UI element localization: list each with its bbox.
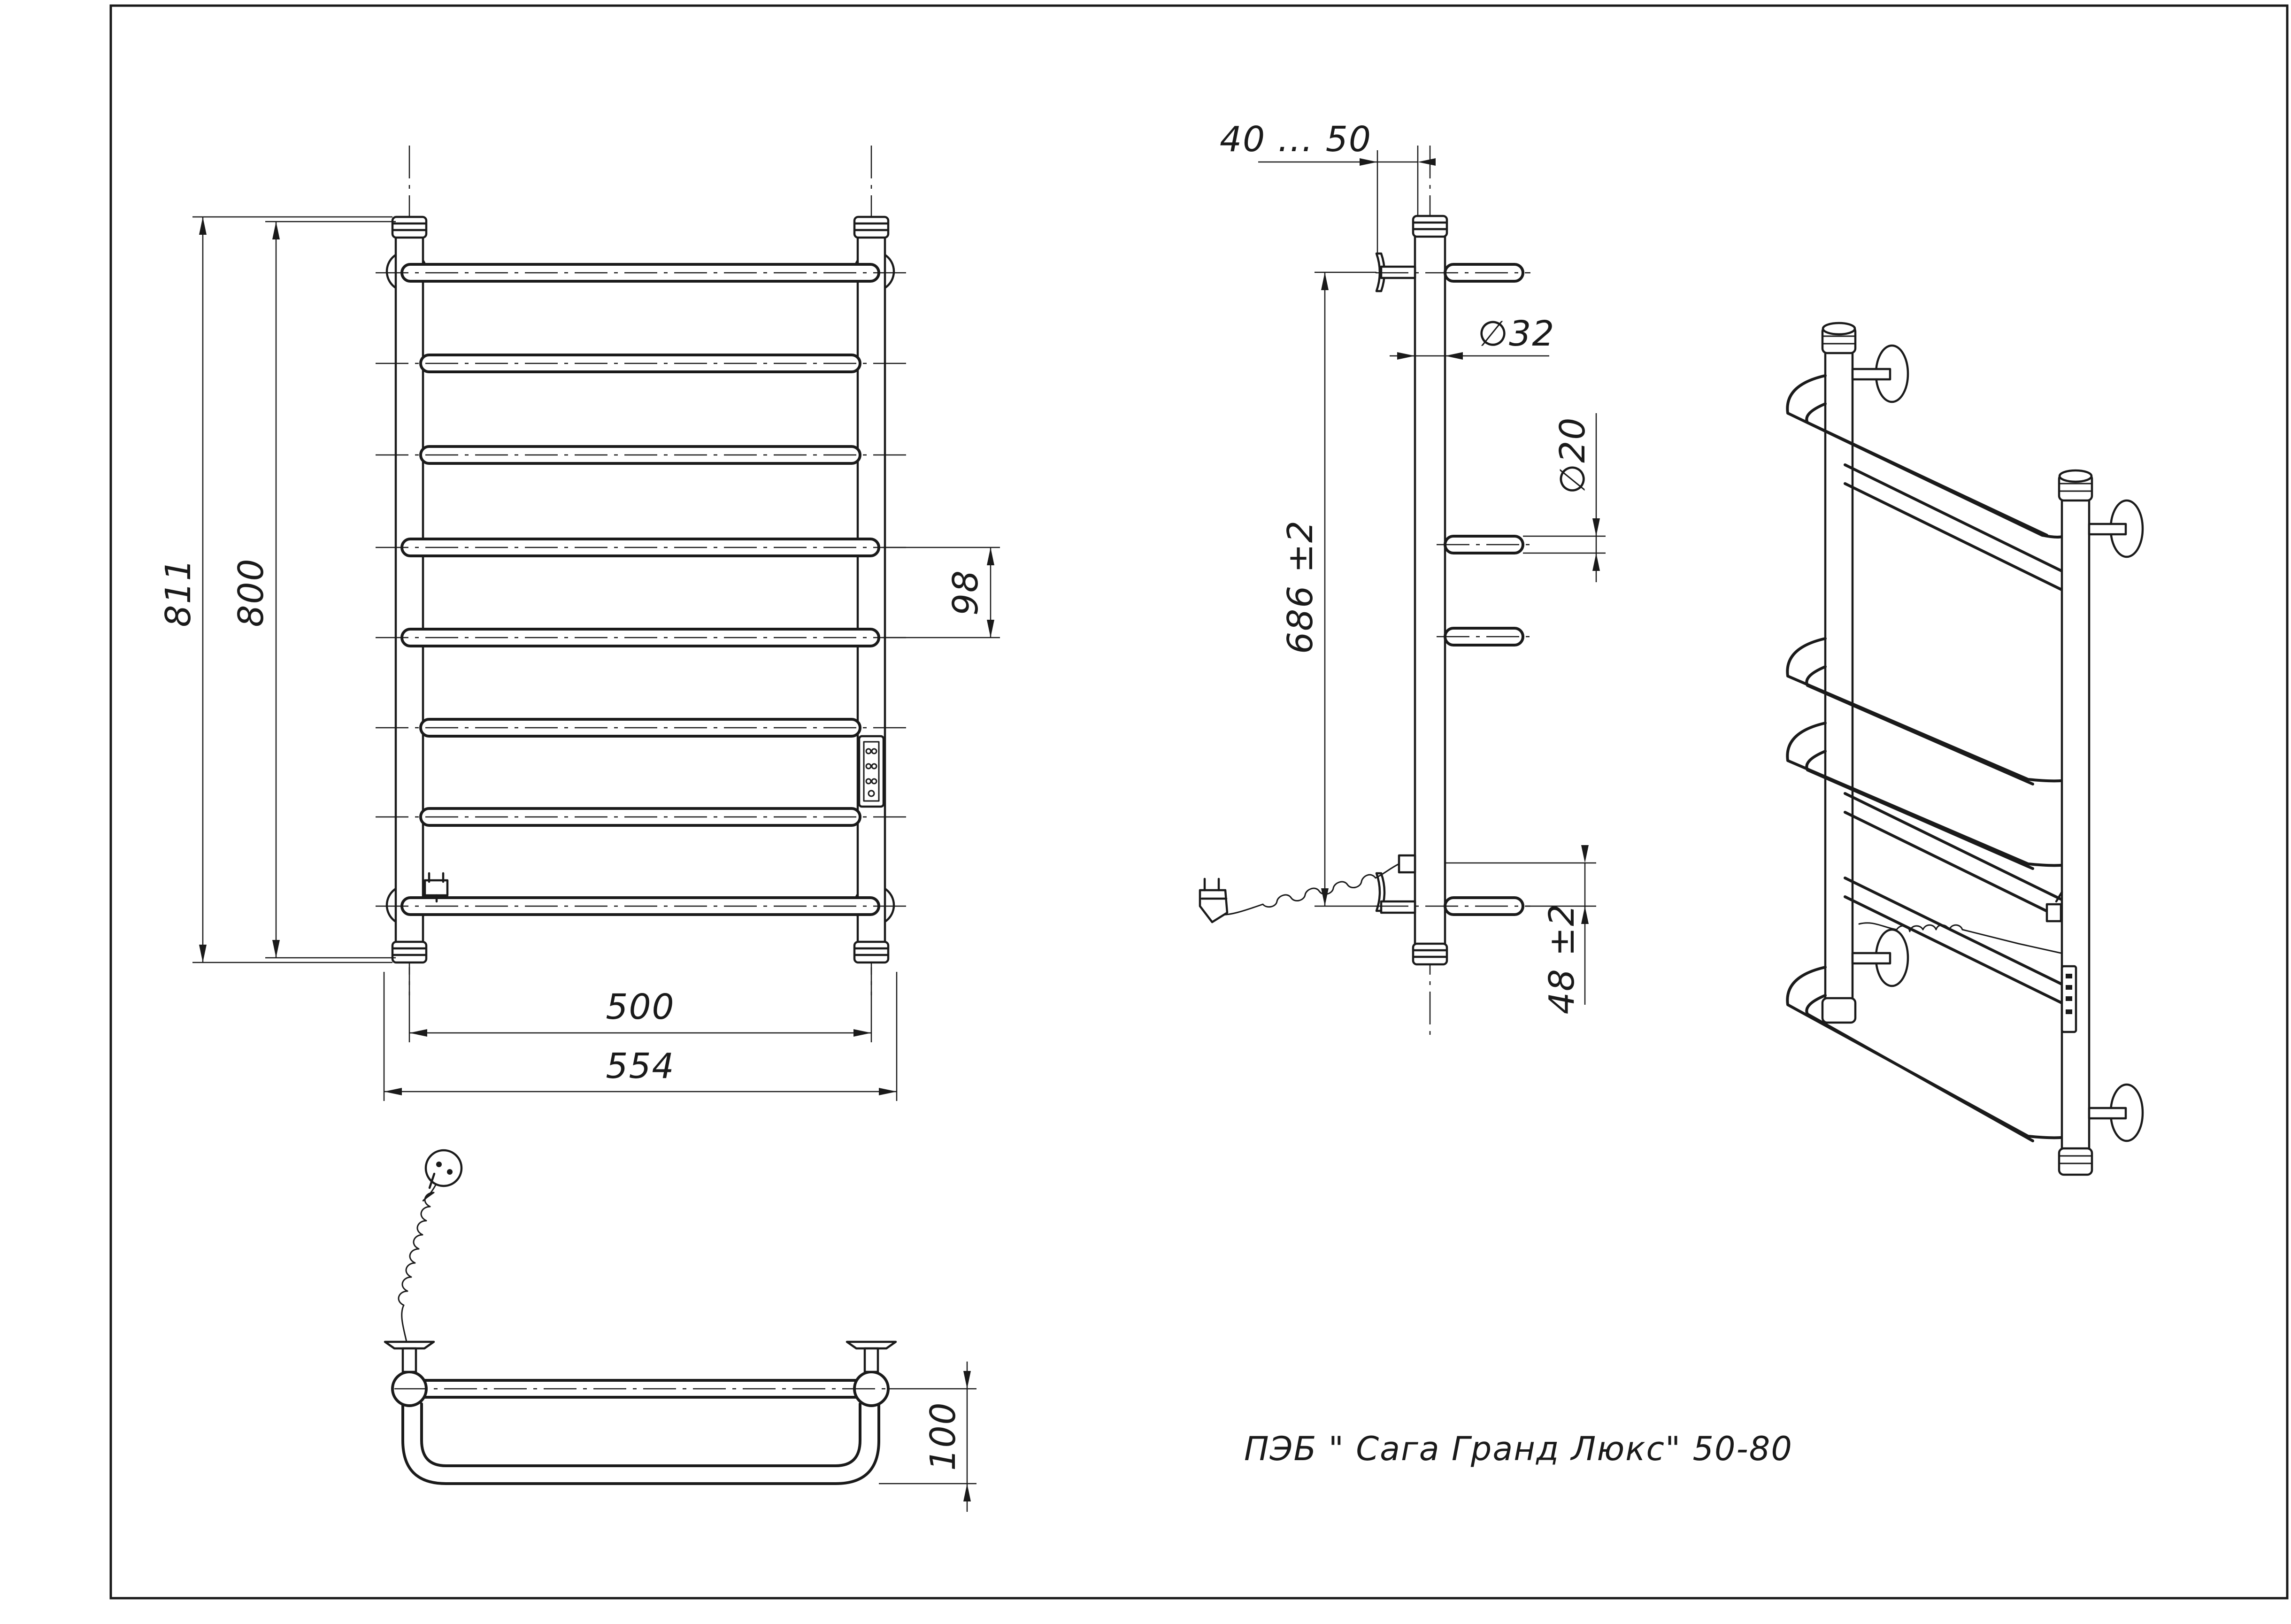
dim-axis-width: 500 xyxy=(606,987,675,1027)
dim-axis-height: 800 xyxy=(231,558,271,627)
dim-depth: 100 xyxy=(923,1401,963,1470)
sheet-frame xyxy=(109,4,2289,1600)
top-view: 100 xyxy=(384,1149,976,1512)
dim-pipe-diameter: ∅32 xyxy=(1478,314,1555,354)
dim-overall-width: 554 xyxy=(606,1046,675,1086)
isometric-view xyxy=(1786,322,2144,1176)
dim-bottom-offset: 48 ±2 xyxy=(1542,903,1582,1015)
dim-mount-distance: 686 ±2 xyxy=(1280,520,1321,654)
front-view: 811 800 98 500 554 xyxy=(158,146,1000,1101)
right-pipe xyxy=(856,233,886,950)
control-box xyxy=(858,735,885,808)
side-view: 40 ... 50 ∅32 ∅20 686 ±2 48 ±2 xyxy=(1199,119,1606,1040)
drawing-title: ПЭБ " Сага Гранд Люкс" 50-80 xyxy=(1244,1430,1793,1468)
dim-wall-offset: 40 ... 50 xyxy=(1220,119,1372,160)
dim-rung-diameter: ∅20 xyxy=(1553,417,1593,494)
left-pipe xyxy=(394,233,424,950)
dim-overall-height: 811 xyxy=(158,558,199,627)
dim-rung-pitch: 98 xyxy=(946,570,986,616)
